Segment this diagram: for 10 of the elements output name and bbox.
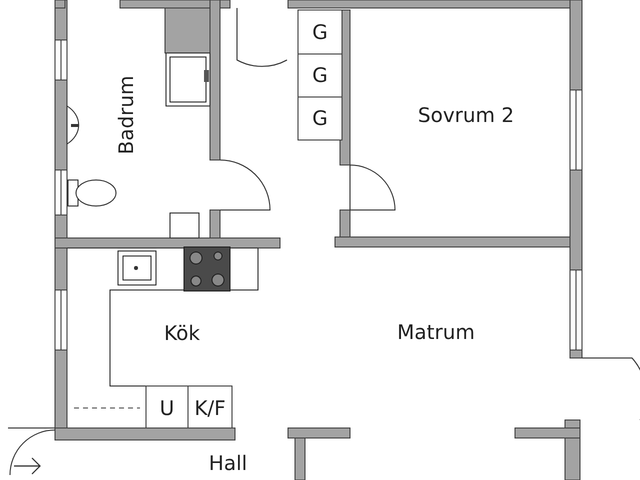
room-label: Matrum [397, 322, 475, 342]
cabinet-label: U [160, 398, 174, 418]
room-label: Badrum [116, 75, 136, 155]
room-label: Kök [164, 323, 200, 343]
cabinet-label: G [312, 65, 328, 85]
room-label: Sovrum 2 [418, 105, 514, 125]
cabinet-label: G [312, 22, 328, 42]
room-label: Hall [208, 453, 248, 473]
cabinet-label: K/F [194, 398, 226, 418]
cabinet-label: G [312, 108, 328, 128]
